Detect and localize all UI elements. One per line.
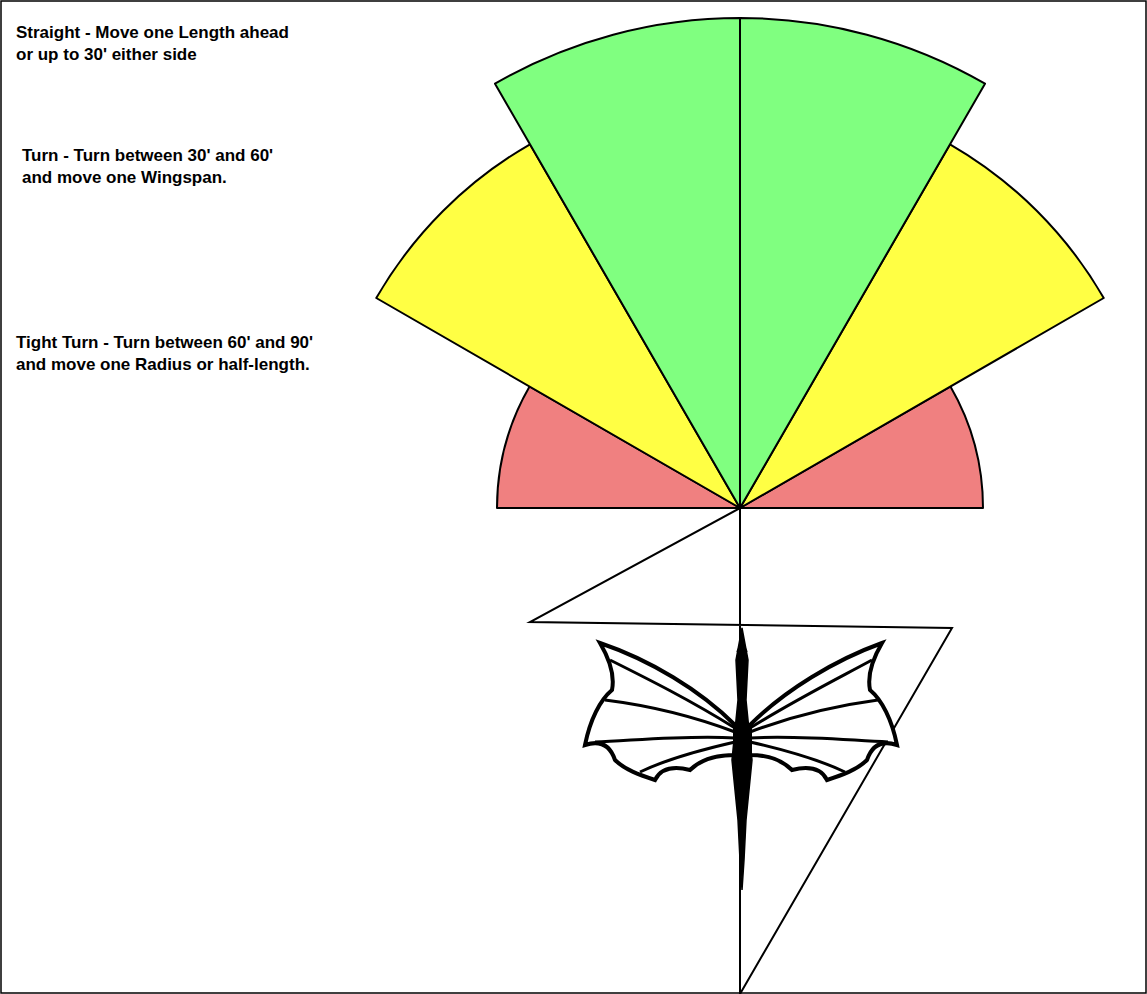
dragon-body — [732, 628, 752, 890]
dragon-wing — [750, 643, 897, 780]
wing-rib — [640, 742, 735, 772]
wing-rib — [750, 742, 845, 772]
rule-label: Straight - Move one Length ahead or up t… — [16, 22, 301, 66]
wing-rib — [750, 737, 888, 742]
wing-rib — [610, 660, 735, 728]
wing-rib — [750, 660, 872, 728]
rule-label-box: Tight Turn - Turn between 60' and 90' an… — [16, 332, 334, 376]
rule-label: Turn - Turn between 30' and 60' and move… — [22, 145, 294, 189]
rule-label-box: Straight - Move one Length ahead or up t… — [16, 22, 301, 66]
wing-rib — [605, 700, 735, 732]
wing-rib — [595, 737, 735, 742]
dragon-head — [736, 640, 748, 652]
straight-sector — [495, 18, 740, 508]
wing-rib — [750, 700, 878, 732]
straight-sector — [740, 18, 985, 508]
rule-label: Tight Turn - Turn between 60' and 90' an… — [16, 332, 334, 376]
base-kite — [530, 508, 952, 994]
rule-label-box: Turn - Turn between 30' and 60' and move… — [22, 145, 294, 189]
dragon-illustration — [585, 628, 897, 890]
dragon-wing — [585, 643, 735, 780]
